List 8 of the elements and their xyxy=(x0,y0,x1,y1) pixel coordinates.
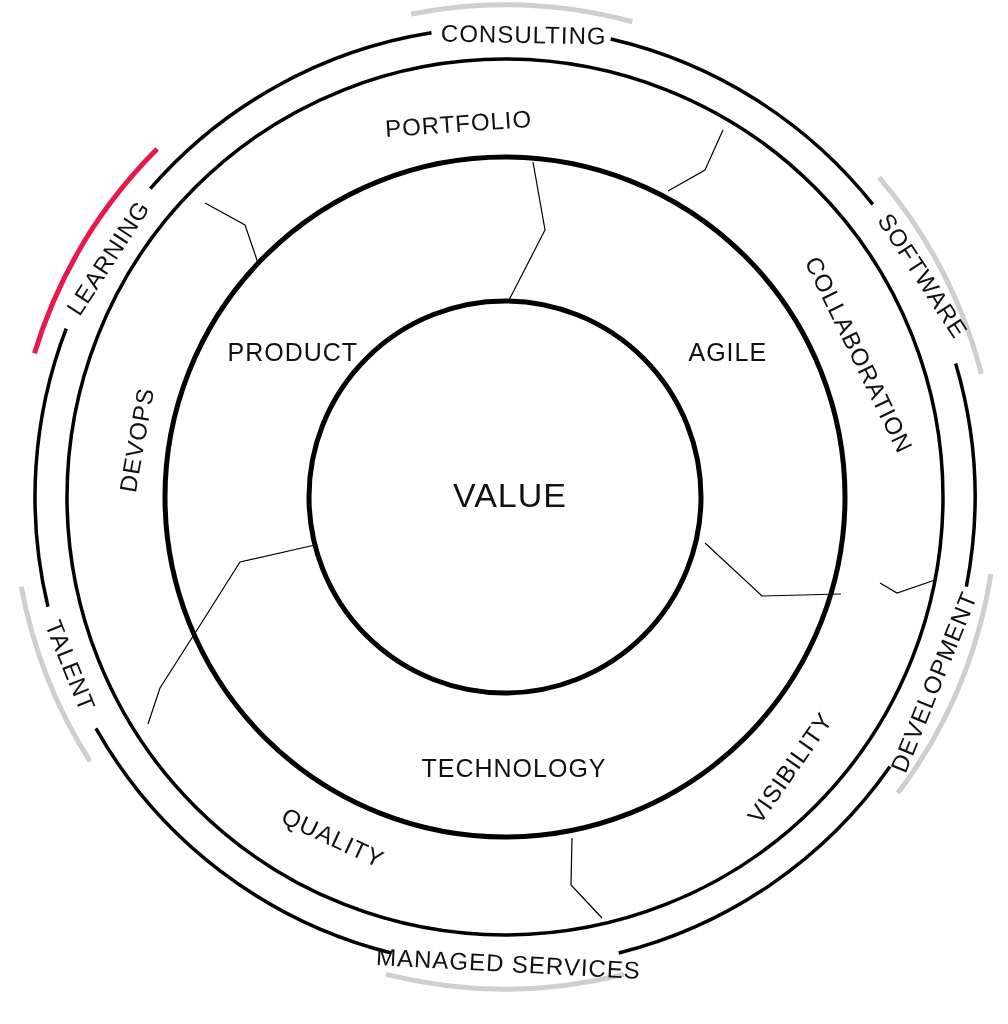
ring-label: CONSULTING xyxy=(440,21,607,49)
segment-label: TECHNOLOGY xyxy=(421,755,607,781)
segment-label: PORTFOLIO xyxy=(383,106,533,142)
ring-label: MANAGED SERVICES xyxy=(375,945,641,983)
segment-label: PRODUCT xyxy=(227,339,359,365)
segment-label: DEVOPS xyxy=(116,385,159,495)
segment-label: AGILE xyxy=(688,339,768,365)
center-label: VALUE xyxy=(453,478,567,512)
